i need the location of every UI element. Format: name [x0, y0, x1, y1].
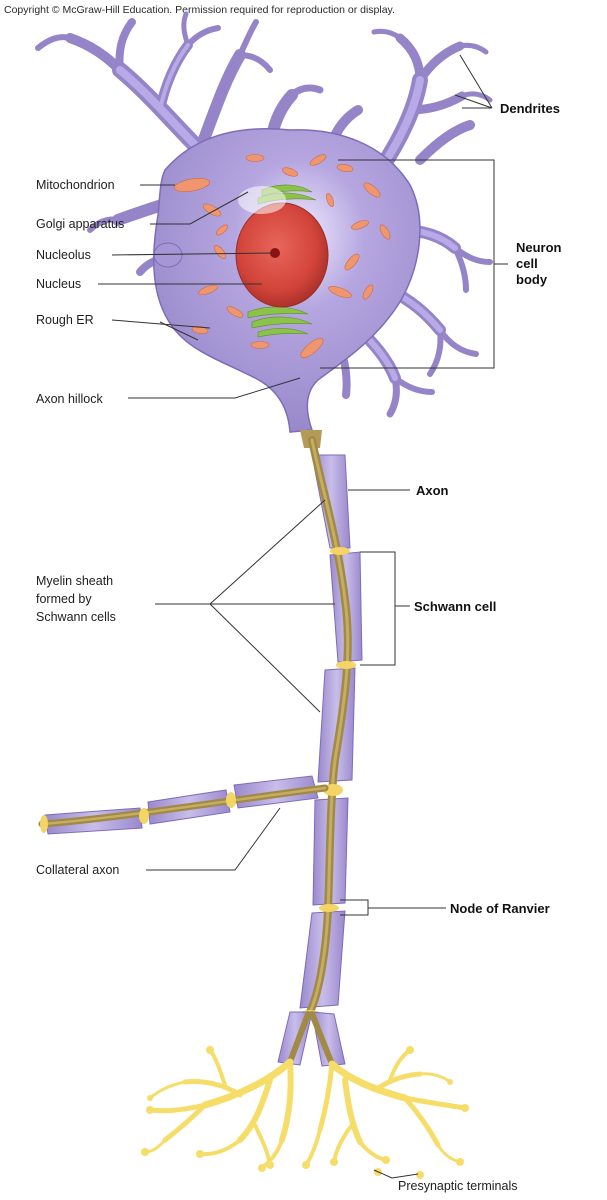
label-axon-hillock: Axon hillock: [36, 392, 103, 406]
label-myelin-3: Schwann cells: [36, 610, 116, 624]
label-cell-body-3: body: [516, 272, 548, 287]
collateral-axon: [38, 775, 329, 835]
label-myelin-2: formed by: [36, 592, 92, 606]
highlight: [238, 186, 286, 214]
label-nucleus: Nucleus: [36, 277, 81, 291]
axon: [299, 430, 363, 1018]
leader-lines: [98, 54, 508, 1179]
label-myelin-1: Myelin sheath: [36, 574, 113, 588]
nucleolus: [270, 248, 280, 258]
label-collateral-axon: Collateral axon: [36, 863, 119, 877]
presynaptic-terminals: [141, 1011, 469, 1179]
label-axon: Axon: [416, 483, 449, 498]
cell-body-bump: [153, 242, 183, 268]
label-presynaptic-terminals: Presynaptic terminals: [398, 1179, 518, 1193]
label-rough-er: Rough ER: [36, 313, 94, 327]
label-dendrites: Dendrites: [500, 101, 560, 116]
labels: Dendrites Mitochondrion Golgi apparatus …: [36, 101, 562, 1193]
label-node-of-ranvier: Node of Ranvier: [450, 901, 550, 916]
mitochondria: [173, 154, 391, 359]
nucleus: [235, 202, 329, 308]
label-cell-body-2: cell: [516, 256, 538, 271]
label-golgi-apparatus: Golgi apparatus: [36, 217, 124, 231]
copyright-notice: Copyright © McGraw-Hill Education. Permi…: [4, 4, 395, 16]
label-mitochondrion: Mitochondrion: [36, 178, 115, 192]
label-schwann-cell: Schwann cell: [414, 599, 496, 614]
label-cell-body-1: Neuron: [516, 240, 562, 255]
label-nucleolus: Nucleolus: [36, 248, 91, 262]
